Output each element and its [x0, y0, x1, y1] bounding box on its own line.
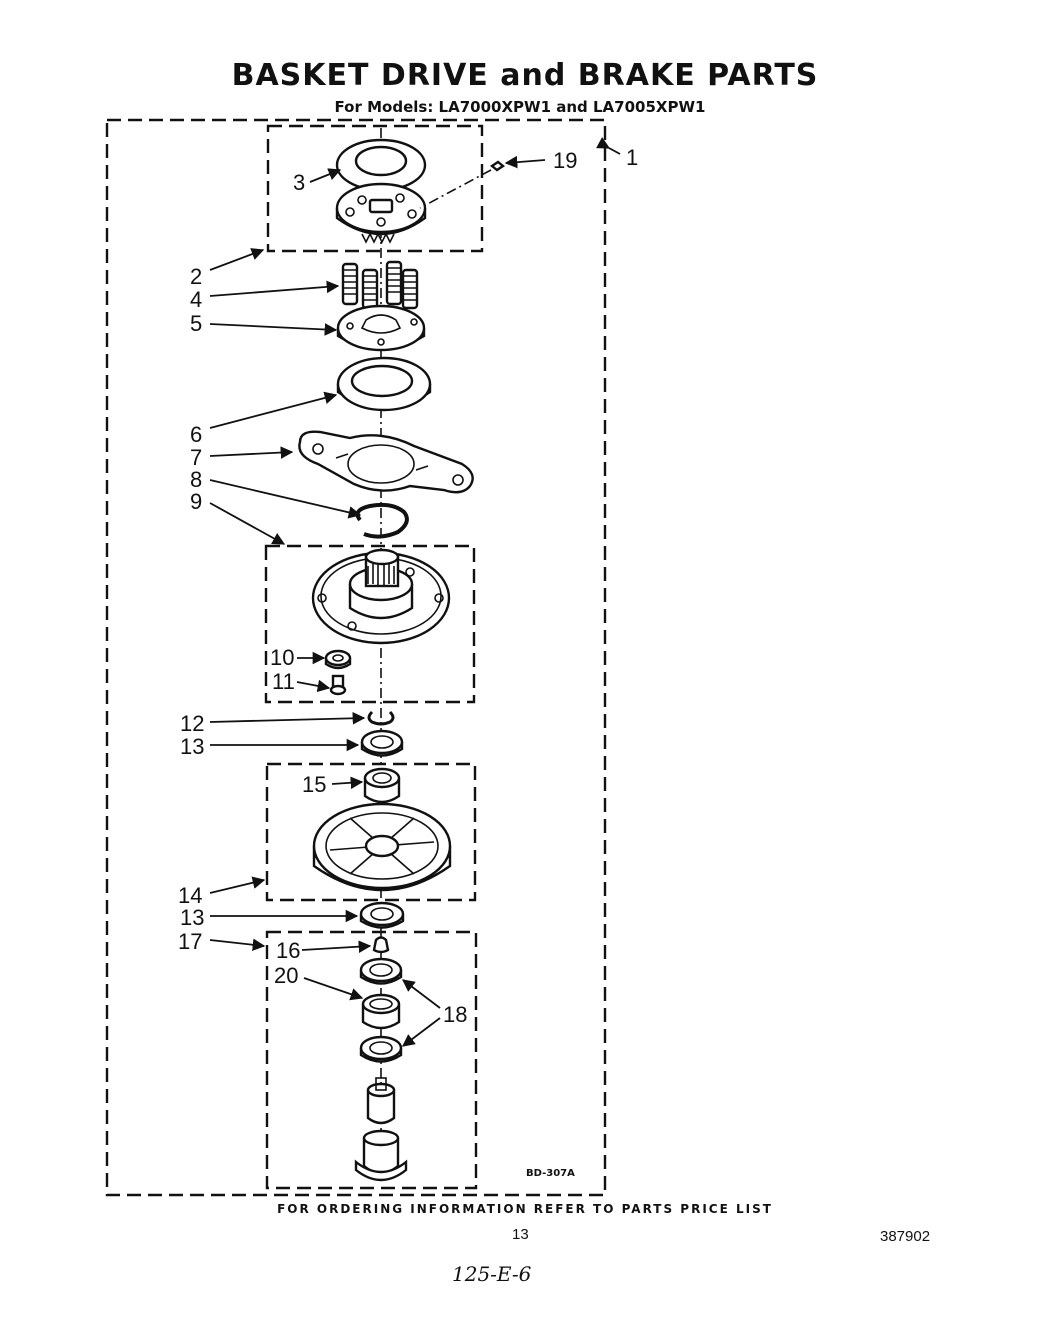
- drawing-code: BD-307A: [526, 1168, 575, 1179]
- callout-2: 2: [190, 264, 202, 289]
- part-18-race-lower: [359, 1035, 403, 1063]
- callout-6: 6: [190, 422, 202, 447]
- drive-shaft-upper: [366, 1077, 396, 1125]
- ordering-note: FOR ORDERING INFORMATION REFER TO PARTS …: [277, 1202, 773, 1216]
- subassembly-box-2: [266, 124, 484, 253]
- pin-alignment-line: [419, 169, 492, 209]
- part-15-bearing: [363, 767, 401, 804]
- callout-8: 8: [190, 467, 202, 492]
- part-2-drive-hub: [335, 182, 427, 244]
- subassembly-box-9: [264, 544, 476, 704]
- callout-13-lower: 13: [180, 905, 204, 930]
- callout-12: 12: [180, 711, 204, 736]
- part-10-nut: [324, 649, 352, 670]
- subassembly-box-17: [265, 930, 478, 1190]
- part-16-cone: [372, 936, 390, 954]
- part-11-bolt: [329, 674, 347, 696]
- subassembly-box-14: [265, 762, 477, 902]
- part-9-brake-housing: [311, 548, 451, 645]
- part-19-pin: [489, 160, 506, 172]
- part-20-bearing: [361, 993, 401, 1030]
- part-14-pulley: [312, 802, 452, 892]
- callout-14: 14: [178, 883, 202, 908]
- callout-10: 10: [270, 645, 294, 670]
- part-8-retaining-ring: [355, 502, 409, 539]
- part-18-race-upper: [359, 957, 403, 985]
- part-13-seal-lower: [359, 901, 405, 929]
- document-number: 387902: [880, 1228, 931, 1245]
- part-3-washer: [335, 138, 427, 192]
- callout-17: 17: [178, 929, 202, 954]
- assembly-boundary: [105, 118, 607, 1197]
- part-12-clip: [367, 710, 395, 726]
- callout-9: 9: [190, 489, 202, 514]
- callout-20: 20: [274, 963, 298, 988]
- drive-shaft-lower: [354, 1129, 408, 1182]
- callout-3: 3: [293, 170, 305, 195]
- page-number: 13: [512, 1226, 529, 1243]
- callout-16: 16: [276, 938, 300, 963]
- page-title: BASKET DRIVE and BRAKE PARTS: [231, 58, 819, 93]
- model-subtitle: For Models: LA7000XPW1 and LA7005XPW1: [334, 98, 706, 116]
- handwritten-note: 125-E-6: [452, 1262, 532, 1286]
- callout-13-upper: 13: [180, 734, 204, 759]
- callout-5: 5: [190, 311, 202, 336]
- part-13-seal-upper: [360, 729, 404, 757]
- callout-15: 15: [302, 772, 326, 797]
- callout-11: 11: [272, 669, 295, 694]
- part-6-brake-washer: [336, 356, 432, 412]
- part-5-spring-plate: [336, 304, 426, 352]
- part-4-springs: [341, 260, 419, 310]
- callout-18: 18: [443, 1002, 467, 1027]
- leader-lines: [209, 137, 621, 1047]
- callout-19: 19: [553, 148, 577, 173]
- part-7-brake-plate: [298, 430, 474, 494]
- callout-4: 4: [190, 287, 202, 312]
- callout-1: 1: [626, 145, 638, 170]
- callout-7: 7: [190, 445, 202, 470]
